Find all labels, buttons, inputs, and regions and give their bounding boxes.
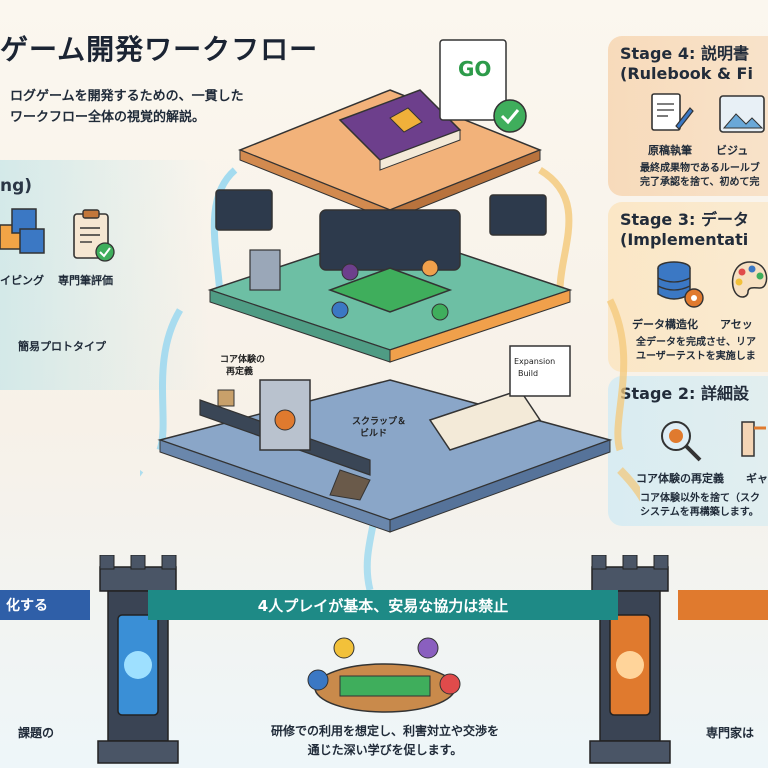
stage-2-item-2: ギャ bbox=[746, 472, 768, 485]
stage-3-subtitle: (Implementati bbox=[620, 230, 749, 249]
image-icon bbox=[719, 95, 765, 133]
core-experience-label-2: 再定義 bbox=[226, 365, 253, 377]
blocks-icon bbox=[0, 208, 45, 254]
magnifier-icon bbox=[661, 421, 702, 462]
clipboard-check-icon bbox=[73, 209, 115, 262]
page-title: ゲーム開発ワークフロー bbox=[0, 33, 319, 66]
monitor-wall-icon bbox=[319, 209, 461, 271]
bottom-right-text: 専門家は bbox=[706, 726, 755, 740]
stage-2-desc-2: システムを再構築します。 bbox=[640, 507, 759, 518]
page-subtitle: ログゲームを開発するための、一貫した ワークフロー全体の視覚的解説。 bbox=[10, 86, 244, 128]
stage-4-desc-2: 完了承認を捨て、初めて完 bbox=[640, 177, 760, 188]
stage-4-desc-1: 最終成果物であるルールブ bbox=[640, 163, 760, 174]
player-icon bbox=[421, 259, 439, 277]
bottom-left-text: 課題の bbox=[18, 726, 55, 740]
tower-blue-icon bbox=[97, 555, 179, 764]
left-item-1: イピング bbox=[0, 274, 44, 287]
palette-icon bbox=[731, 261, 768, 298]
stage-4-item-2: ビジュ bbox=[716, 144, 749, 157]
connector-pipe-left-upper bbox=[210, 167, 238, 301]
stage-4-title: Stage 4: 説明書 bbox=[620, 44, 749, 63]
whiteboard-line-2: Build bbox=[518, 369, 538, 378]
database-gear-icon bbox=[657, 261, 704, 308]
band-left: 化する bbox=[0, 590, 90, 620]
player-icon bbox=[431, 303, 449, 321]
approval-badge-icon bbox=[493, 99, 527, 133]
whiteboard-line-1: Expansion bbox=[514, 357, 555, 366]
code-screen-left-icon bbox=[215, 189, 273, 231]
document-pen-icon bbox=[651, 93, 694, 131]
left-stage-panel bbox=[0, 160, 210, 390]
isometric-illustration: GO Expansion Build コア体験の 再定義 bbox=[140, 39, 640, 590]
server-rack-icon bbox=[249, 249, 281, 291]
play-table-icon bbox=[327, 267, 453, 313]
players-table-icon bbox=[307, 637, 461, 713]
go-label: GO bbox=[458, 57, 491, 81]
core-experience-label-1: コア体験の bbox=[220, 353, 265, 365]
subtitle-line-2: ワークフロー全体の視覚的解説。 bbox=[10, 110, 206, 125]
subtitle-line-1: ログゲームを開発するための、一貫した bbox=[10, 89, 244, 104]
stage-4-subtitle: (Rulebook & Fi bbox=[620, 64, 753, 83]
bottom-desc-line-2: 通じた深い学びを促します。 bbox=[307, 743, 463, 757]
left-item-3: 簡易プロトタイプ bbox=[18, 340, 106, 353]
connector-pipe-right-upper bbox=[538, 167, 573, 291]
left-item-2: 専門筆評価 bbox=[58, 274, 113, 287]
stage-3-title: Stage 3: データ bbox=[620, 210, 749, 229]
scrap-build-label-2: ビルド bbox=[360, 427, 387, 439]
scrap-build-label-1: スクラップ＆ bbox=[352, 415, 406, 427]
stage-2-title: Stage 2: 詳細設 bbox=[620, 384, 749, 403]
player-icon bbox=[331, 301, 349, 319]
machine-gear-icon bbox=[274, 409, 296, 431]
stage-2-item-1: コア体験の再定義 bbox=[636, 472, 724, 485]
stage-4-item-1: 原稿執筆 bbox=[648, 144, 692, 157]
connector-pipe-right-mid bbox=[606, 298, 628, 452]
stage-3-item-1: データ構造化 bbox=[632, 318, 698, 331]
drafting-table-icon bbox=[428, 389, 542, 451]
player-icon bbox=[341, 263, 359, 281]
band-right bbox=[678, 590, 768, 620]
left-stage-label: ng) bbox=[0, 176, 33, 196]
band-center: 4人プレイが基本、安易な協力は禁止 bbox=[148, 590, 618, 620]
connector-pipe-left-mid bbox=[156, 308, 184, 452]
bottom-desc-line-1: 研修での利用を想定し、利害対立や交渉を bbox=[270, 724, 499, 738]
stage-2-desc-1: コア体験以外を捨て（スク bbox=[640, 493, 760, 504]
whiteboard-icon bbox=[509, 345, 571, 397]
stage-3-item-2: アセッ bbox=[720, 318, 753, 331]
go-document-icon bbox=[439, 39, 507, 121]
bottom-description: 研修での利用を想定し、利害対立や交渉を 通じた深い学びを促します。 bbox=[255, 722, 515, 760]
connector-pipe-right-lower bbox=[617, 467, 640, 502]
block-icon bbox=[217, 389, 235, 407]
stage-3-desc-1: 全データを完成させ、リア bbox=[636, 337, 756, 348]
stage-3-desc-2: ユーザーテストを実施しま bbox=[636, 351, 756, 362]
gear-tool-icon bbox=[741, 421, 766, 457]
tower-orange-icon bbox=[589, 555, 671, 764]
scrap-pile-icon bbox=[329, 469, 371, 501]
code-screen-right-icon bbox=[489, 194, 547, 236]
